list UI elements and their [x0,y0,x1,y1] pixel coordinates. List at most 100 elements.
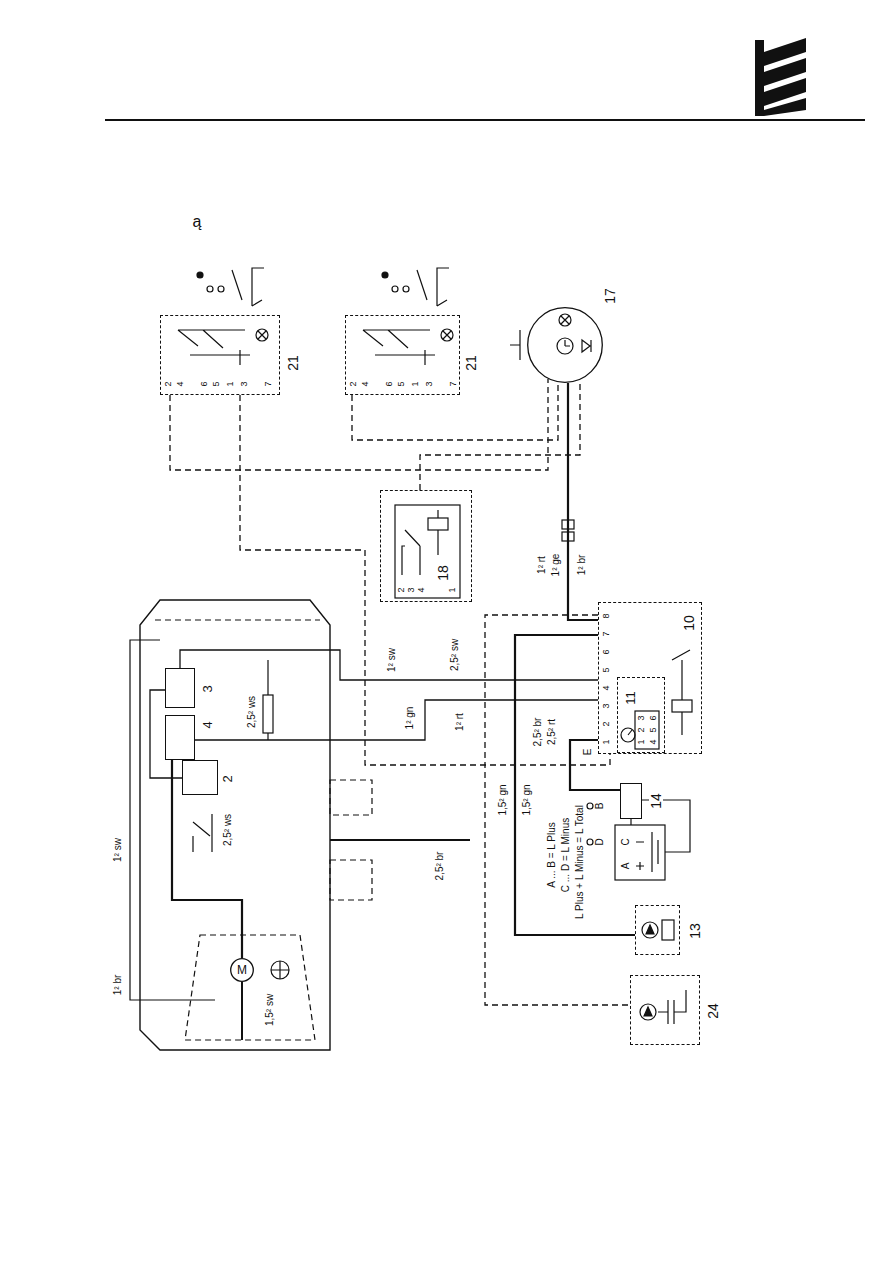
wire-label: 1,5² gn [522,783,532,816]
switch-position-dot [197,272,203,278]
switch-position-circle [403,286,409,292]
lamp-cross [561,316,569,324]
callout-number: 24 [706,1002,720,1020]
pin-number: 3 [425,380,434,387]
pin-number: 4 [361,380,370,387]
wire-label: 1² br [577,554,587,577]
switch-contacts [178,330,250,365]
wire-connector [170,379,548,470]
circle-outline [231,959,254,982]
callout-number: 14 [649,792,663,810]
pin-number: 5 [212,380,221,387]
connector-dot [587,803,593,809]
pin-number: 4 [649,738,658,745]
resistor-leads [267,660,268,740]
fuse-box: 14 [620,783,642,819]
pump-symbol [640,1004,656,1020]
terminal-letter: E [583,748,593,757]
header-rule [105,119,865,121]
switch-position-circle [207,286,213,292]
relay-coil [672,700,692,712]
terminal-letter: D [595,837,605,846]
clock-symbol [557,338,573,354]
callout-number: 10 [682,614,696,632]
pin-number: 5 [649,726,658,733]
wire-label: 1² br [113,974,123,997]
pin-number: 2 [637,726,646,733]
housing-stub [330,860,372,900]
wire-connector [352,382,558,440]
terminal-letter: C [621,837,631,846]
logo-stripe [764,98,806,116]
callout-number: 2 [221,774,234,783]
fuse-lead [630,819,631,825]
wire-label: 1,5² sw [265,993,275,1027]
wire-label: 1² rt [537,555,547,575]
wire-connector [150,690,182,778]
circle-outline [528,308,603,383]
coil-symbol [428,518,448,530]
resistor-symbol [263,695,273,733]
switch-position-circle [392,286,398,292]
pin-number: 4 [417,586,426,593]
pump-box: 24 [630,975,700,1045]
pin-number: 2 [397,586,406,593]
capacitor-symbol [658,990,686,1024]
pin-number: 3 [407,586,416,593]
pin-number: 3 [240,380,249,387]
wire-connector [420,380,580,490]
callout-number: 4 [201,720,214,729]
pin-number: 8 [602,612,611,619]
connector-dot [587,839,593,845]
wire-connector [485,615,630,1005]
switch-contacts [363,330,435,365]
manufacturer-logo [755,38,806,116]
wire-label: 1² ge [551,553,561,578]
wire [241,982,243,1040]
blower-housing [185,935,315,1040]
pin-number: 6 [200,380,209,387]
wire-connector [240,395,610,765]
battery-outline [615,825,665,880]
heater-inner-outline [155,619,320,620]
callout-number: 11 [624,690,637,706]
motor-circle: M [230,958,254,982]
switch-inner-box [395,505,460,598]
pin-number: 4 [602,684,611,691]
pin-number: 1 [602,738,611,745]
housing-stub [330,780,372,815]
legend-note: A ... B = L Plus [547,821,557,889]
pin-number: 3 [602,702,611,709]
terminal-letter: B [595,802,605,811]
terminal-grid [635,711,659,749]
wire-label: 2,5² ws [223,813,233,847]
pin-number: 1 [637,738,646,745]
pin-number: 6 [649,714,658,721]
wire-label: 2,5² ws [247,695,257,729]
pin-number: 6 [602,648,611,655]
pin-number: 5 [602,666,611,673]
wire-label: 2,5² br [435,851,445,882]
timer-circle: 17 [527,307,603,383]
wire-label: 1² sw [387,647,397,673]
timer-bracket [510,330,520,360]
dial-symbol [621,728,635,742]
callout-number: 13 [688,922,702,940]
dial-pointer [628,730,632,735]
heater-housing [140,600,330,1050]
pin-number: 2 [164,380,173,387]
relay-box: 4 [165,715,195,760]
coil-leads [437,510,438,555]
callout-number: 3 [201,684,214,693]
wire-connector [172,760,242,958]
lamp-cross [443,331,451,339]
switch-box: 18 [380,490,472,602]
lamp-symbol [256,329,268,341]
pump-arrow [646,925,654,934]
legend-note: C ... D = L Minus [561,817,571,893]
pump-box: 13 [635,905,680,955]
pin-number: 7 [264,380,273,387]
